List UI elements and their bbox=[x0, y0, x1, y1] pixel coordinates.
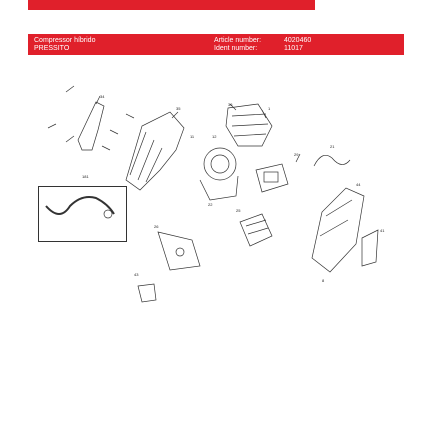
ident-number-label: Ident number: bbox=[214, 45, 258, 52]
cable-part bbox=[313, 155, 351, 167]
product-name: Compressor híbrido bbox=[34, 37, 96, 44]
article-number-value: 4020460 bbox=[284, 37, 312, 44]
part-label: 11 bbox=[190, 134, 195, 139]
part-label: 8 bbox=[322, 278, 325, 283]
part-label: 1 bbox=[268, 106, 271, 111]
part-label: 29 bbox=[294, 152, 299, 157]
part-label: 36 bbox=[228, 102, 233, 107]
part-label: 181 bbox=[82, 174, 89, 179]
part-label: 26 bbox=[154, 224, 159, 229]
part-label: 22 bbox=[208, 202, 213, 207]
part-label: 34 bbox=[100, 94, 105, 99]
cylinder-part bbox=[239, 213, 273, 247]
part-label: 25 bbox=[236, 208, 241, 213]
fan-guard-part bbox=[225, 103, 273, 147]
control-panel-part bbox=[255, 163, 289, 193]
product-brand: PRESSITO bbox=[34, 45, 70, 52]
hose-part bbox=[45, 196, 115, 215]
hose-inset-frame bbox=[38, 186, 127, 242]
part-label: 41 bbox=[380, 228, 385, 233]
part-label: 44 bbox=[356, 182, 361, 187]
document-header: Compressor híbrido PRESSITO Article numb… bbox=[28, 34, 404, 55]
housing-right-part bbox=[311, 187, 365, 273]
product-info: Compressor híbrido PRESSITO bbox=[34, 37, 95, 53]
housing-left-part bbox=[125, 111, 185, 191]
small-bracket-part bbox=[137, 283, 157, 303]
handle-part bbox=[77, 101, 105, 151]
ident-number-value: 11017 bbox=[284, 45, 303, 52]
part-label: 43 bbox=[134, 272, 139, 277]
top-red-bar bbox=[28, 0, 315, 10]
part-label: 12 bbox=[212, 134, 217, 139]
part-number-labels: 34 35 36 1 181 11 12 29 21 44 41 26 43 8… bbox=[82, 94, 385, 283]
article-info: Article number: 4020460 Ident number: 11… bbox=[214, 37, 311, 53]
article-number-label: Article number: bbox=[214, 37, 262, 44]
bracket-part bbox=[157, 231, 201, 271]
exploded-view-drawing: 34 35 36 1 181 11 12 29 21 44 41 26 43 8… bbox=[45, 85, 385, 303]
motor-part bbox=[203, 147, 237, 181]
part-label: 21 bbox=[330, 144, 335, 149]
part-label: 35 bbox=[176, 106, 181, 111]
clip-part bbox=[361, 229, 379, 267]
